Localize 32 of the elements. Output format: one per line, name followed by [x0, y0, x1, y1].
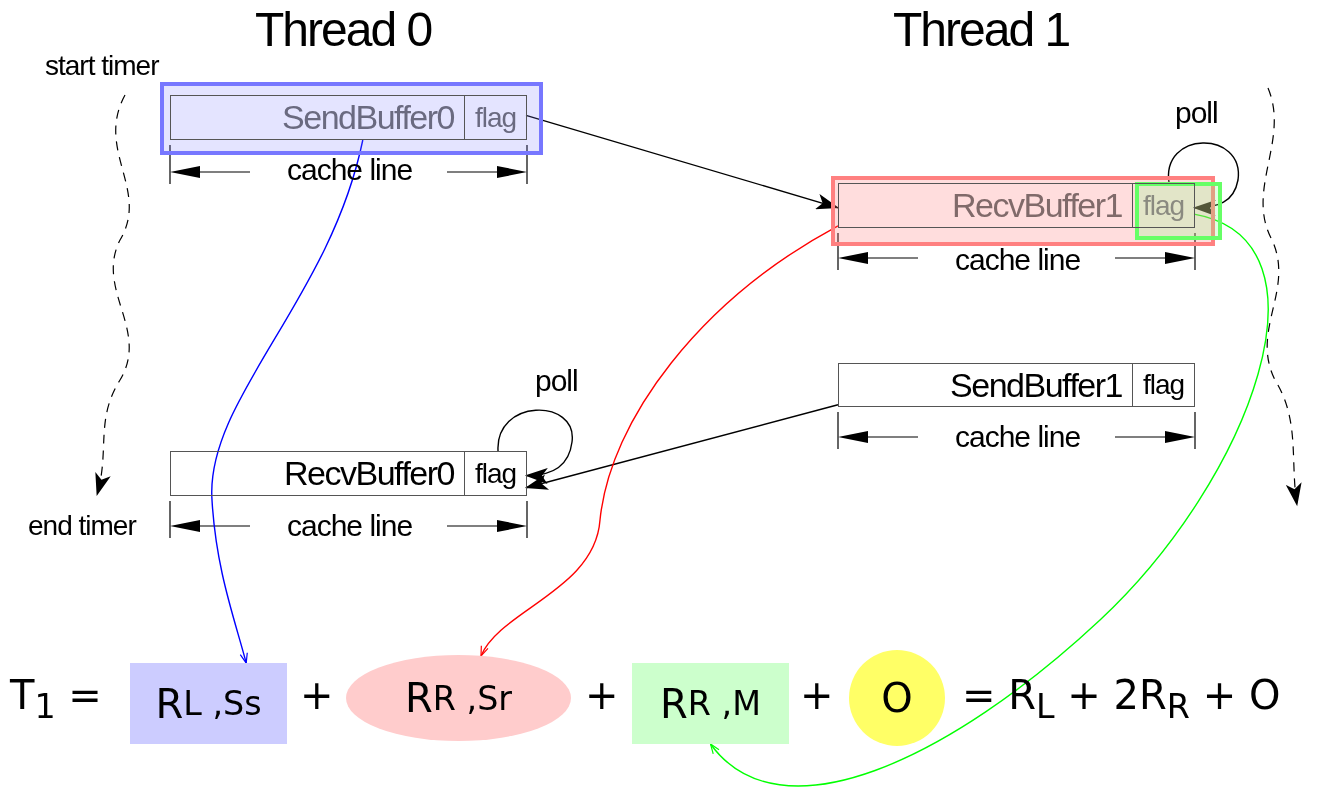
dimension-text: cache line	[287, 509, 413, 543]
buffer-box	[838, 183, 1195, 228]
arrow	[211, 139, 364, 664]
buffer-name: RecvBuffer1	[951, 185, 1122, 226]
loop-arrow	[497, 409, 573, 484]
equation-text: T$_{1}$ =	[10, 672, 102, 726]
buffer-name: SendBuffer0	[281, 97, 454, 138]
buffer-box	[170, 95, 527, 140]
plus-sign: +	[300, 672, 334, 718]
arrow	[709, 213, 1269, 787]
term-circle: O	[849, 650, 945, 746]
plus-sign: +	[585, 672, 619, 718]
flag-cell: flag	[1132, 364, 1194, 406]
thread-heading: Thread 0	[255, 2, 432, 57]
loop-arrow	[1168, 142, 1239, 216]
arrow	[524, 404, 839, 490]
thread-heading: Thread 1	[893, 2, 1070, 57]
timer-label: start timer	[45, 50, 159, 82]
dimension-text: cache line	[955, 243, 1081, 277]
arrow	[525, 114, 840, 210]
buffer-name: RecvBuffer0	[283, 453, 454, 494]
buffer-box	[170, 451, 527, 496]
dimension-text: cache line	[955, 420, 1081, 454]
equation-text: = R$_{L}$ + 2R$_{R}$ + O	[962, 672, 1281, 726]
buffer-name: SendBuffer1	[949, 364, 1122, 406]
flag-cell: flag	[464, 96, 526, 139]
flag-cell: flag	[1132, 184, 1194, 227]
flag-cell: flag	[464, 452, 526, 495]
buffer-box	[838, 363, 1195, 407]
arrow	[480, 225, 839, 657]
plus-sign: +	[800, 672, 834, 718]
timer-label: end timer	[28, 510, 136, 542]
